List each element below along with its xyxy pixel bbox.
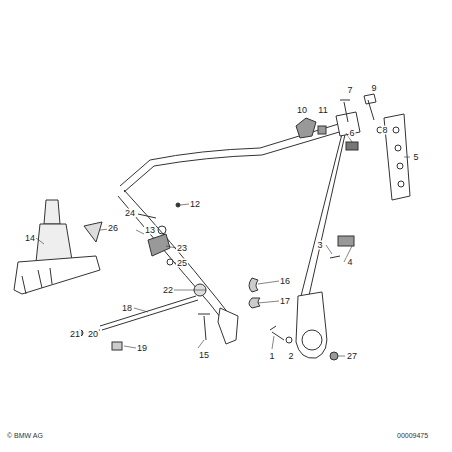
callout-number: 12 bbox=[189, 200, 201, 209]
callout-number: 17 bbox=[279, 297, 291, 306]
sleeve bbox=[112, 342, 122, 350]
callout-number: 25 bbox=[176, 259, 188, 268]
bolt bbox=[340, 100, 350, 122]
callout-number: 8 bbox=[381, 126, 388, 135]
callout-number: 5 bbox=[412, 153, 419, 162]
buckle-housing bbox=[36, 224, 72, 262]
clip bbox=[249, 278, 258, 292]
callout-number: 27 bbox=[346, 352, 358, 361]
callout-number: 9 bbox=[370, 84, 377, 93]
anchor-plate bbox=[218, 308, 238, 344]
washer bbox=[286, 337, 292, 343]
nut bbox=[318, 126, 326, 134]
washer bbox=[167, 259, 173, 265]
bolt bbox=[198, 314, 210, 340]
bracket-detail bbox=[22, 268, 52, 294]
callout-number: 4 bbox=[346, 258, 353, 267]
callout-number: 21 bbox=[69, 330, 81, 339]
footer-text: 00009475 bbox=[396, 432, 429, 439]
callout-number: 3 bbox=[316, 241, 323, 250]
callout-number: 16 bbox=[279, 277, 291, 286]
callout-number: 10 bbox=[296, 106, 308, 115]
footer-text: © BMW AG bbox=[6, 432, 44, 439]
buckle-bracket bbox=[14, 256, 100, 294]
retractor bbox=[296, 292, 327, 358]
nut bbox=[330, 352, 338, 360]
rivet bbox=[176, 203, 180, 207]
callout-number: 2 bbox=[287, 352, 294, 361]
leader-lines bbox=[36, 133, 410, 356]
bolt bbox=[364, 94, 376, 120]
cover-cap bbox=[296, 118, 316, 138]
rod bbox=[100, 296, 198, 330]
callout-number: 11 bbox=[317, 106, 328, 115]
grommet bbox=[158, 226, 166, 234]
belt-strap bbox=[300, 122, 346, 300]
callout-number: 15 bbox=[198, 351, 210, 360]
belt-strap bbox=[124, 130, 346, 192]
callout-number: 19 bbox=[136, 344, 148, 353]
screw bbox=[330, 256, 340, 258]
callout-number: 6 bbox=[348, 129, 355, 138]
callout-number: 26 bbox=[107, 224, 119, 233]
buckle bbox=[44, 200, 60, 224]
slider bbox=[346, 142, 358, 150]
callout-number: 20 bbox=[87, 330, 99, 339]
callout-number: 1 bbox=[268, 352, 275, 361]
callout-number: 22 bbox=[162, 286, 174, 295]
guide bbox=[148, 234, 170, 256]
callout-number: 23 bbox=[176, 244, 188, 253]
cover-flap bbox=[84, 222, 102, 242]
bolt bbox=[270, 326, 284, 340]
cover bbox=[338, 236, 354, 246]
callout-number: 18 bbox=[121, 304, 133, 313]
screw bbox=[138, 214, 156, 218]
callout-number: 14 bbox=[24, 234, 36, 243]
callout-number: 13 bbox=[144, 226, 156, 235]
callout-number: 24 bbox=[124, 209, 136, 218]
callout-number: 7 bbox=[346, 86, 353, 95]
